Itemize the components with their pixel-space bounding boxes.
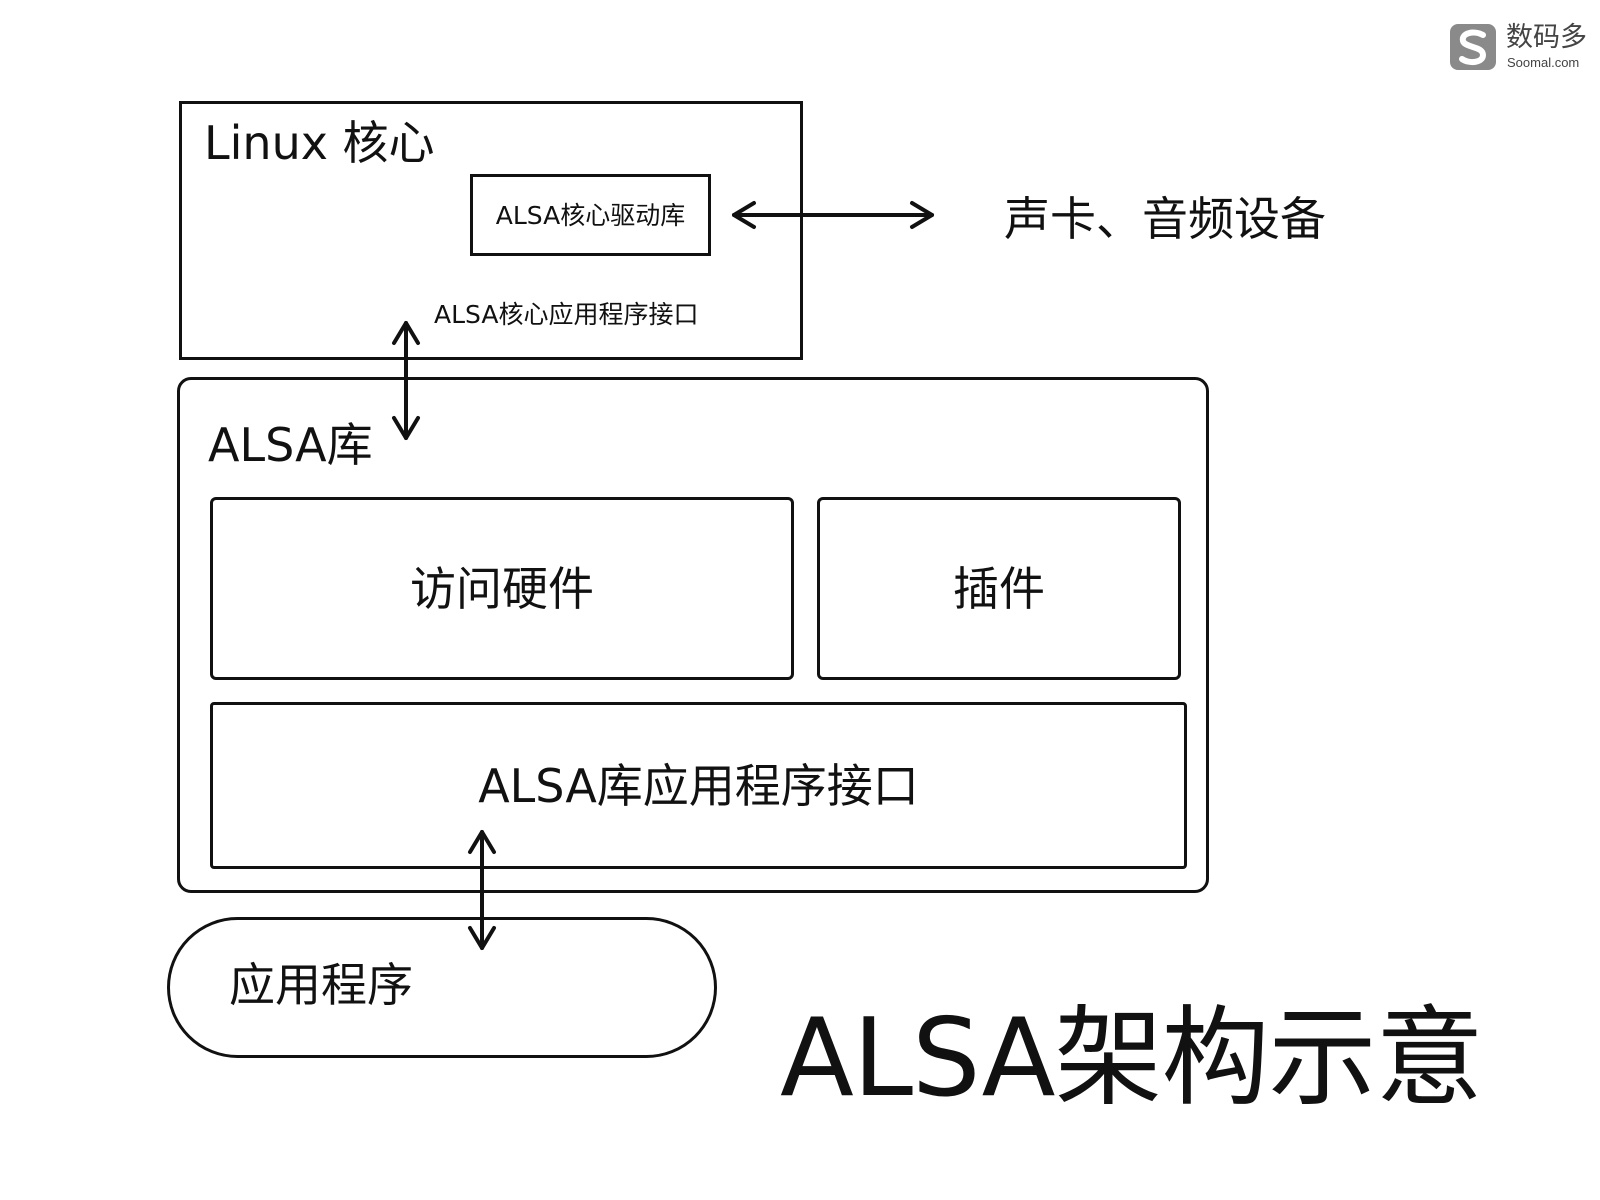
alsa-library-api-label: ALSA库应用程序接口 <box>478 758 919 813</box>
alsa-core-driver-label: ALSA核心驱动库 <box>495 200 686 230</box>
library-api-to-application-arrow <box>468 830 496 950</box>
driver-to-device-arrow <box>732 201 934 229</box>
alsa-core-api-label: ALSA核心应用程序接口 <box>434 300 699 329</box>
diagram-title: ALSA架构示意 <box>780 996 1483 1121</box>
application-label: 应用程序 <box>229 958 413 1012</box>
hardware-access-label: 访问硬件 <box>410 561 594 616</box>
hardware-access-box: 访问硬件 <box>210 497 794 680</box>
sound-devices-label: 声卡、音频设备 <box>1004 192 1326 246</box>
alsa-core-driver-box: ALSA核心驱动库 <box>470 174 711 256</box>
soomal-s-logo-icon <box>1450 24 1496 70</box>
plugins-box: 插件 <box>817 497 1181 680</box>
application-box <box>167 917 717 1058</box>
alsa-library-title: ALSA库 <box>208 418 373 472</box>
plugins-label: 插件 <box>953 561 1045 616</box>
watermark-brand-cn: 数码多 <box>1506 22 1587 53</box>
alsa-library-box <box>177 377 1209 893</box>
kernel-api-to-library-arrow <box>392 321 420 440</box>
watermark-brand-en: Soomal.com <box>1507 55 1580 70</box>
alsa-library-api-box: ALSA库应用程序接口 <box>210 702 1187 869</box>
linux-kernel-box <box>179 101 803 360</box>
linux-kernel-title: Linux 核心 <box>204 116 435 170</box>
